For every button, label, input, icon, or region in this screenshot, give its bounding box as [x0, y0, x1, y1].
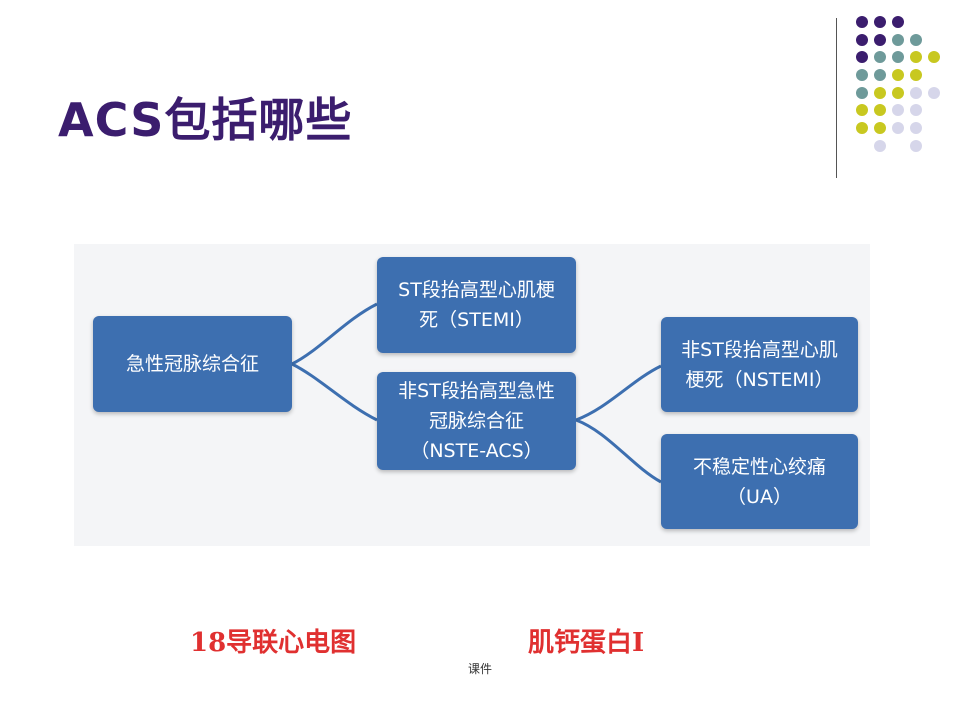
dot — [910, 34, 922, 46]
dot — [892, 69, 904, 81]
decorative-dot-grid — [856, 16, 940, 152]
dot — [892, 51, 904, 63]
connector-root-nste — [291, 362, 378, 422]
dot — [874, 87, 886, 99]
dot — [874, 51, 886, 63]
footer-text: 课件 — [467, 662, 492, 676]
dot — [856, 51, 868, 63]
dot — [874, 16, 886, 28]
dot — [856, 87, 868, 99]
dot — [874, 122, 886, 134]
connector-nste-ua — [575, 418, 662, 484]
dot — [910, 122, 922, 134]
dot — [892, 34, 904, 46]
node-nstemi: 非ST段抬高型心肌 梗死（NSTEMI） — [661, 317, 858, 412]
connector-root-stemi — [291, 302, 378, 366]
dot — [910, 140, 922, 152]
node-stemi: ST段抬高型心肌梗 死（STEMI） — [377, 257, 576, 353]
dot — [928, 51, 940, 63]
node-acs: 急性冠脉综合征 — [93, 316, 292, 412]
dot — [910, 69, 922, 81]
dot — [856, 34, 868, 46]
dot — [856, 16, 868, 28]
dot — [892, 122, 904, 134]
node-stemi-line1: ST段抬高型心肌梗 — [398, 279, 555, 301]
node-ua-line1: 不稳定性心绞痛 — [692, 455, 826, 478]
dot — [892, 87, 904, 99]
ecg-label: 18导联心电图 — [190, 628, 357, 658]
dot — [856, 122, 868, 134]
node-nste-line1: 非ST段抬高型急性 — [398, 380, 555, 402]
node-nste-line3: （NSTE-ACS） — [410, 440, 543, 462]
dot — [856, 69, 868, 81]
dot — [892, 16, 904, 28]
node-nstemi-line2: 梗死（NSTEMI） — [685, 368, 834, 391]
node-ua: 不稳定性心绞痛 （UA） — [661, 434, 858, 529]
node-nste-acs: 非ST段抬高型急性 冠脉综合征 （NSTE-ACS） — [377, 372, 576, 470]
dot — [874, 104, 886, 116]
node-acs-label: 急性冠脉综合征 — [125, 353, 259, 375]
dot — [928, 87, 940, 99]
connector-nste-nstemi — [575, 364, 662, 422]
vertical-divider — [836, 18, 837, 178]
dot — [856, 104, 868, 116]
troponin-label: 肌钙蛋白I — [528, 628, 645, 658]
node-ua-line2: （UA） — [727, 485, 792, 508]
slide-title: ACS包括哪些 — [58, 93, 353, 147]
node-nste-line2: 冠脉综合征 — [428, 410, 524, 432]
dot — [874, 34, 886, 46]
dot — [892, 104, 904, 116]
dot — [910, 104, 922, 116]
node-stemi-line2: 死（STEMI） — [419, 309, 534, 331]
dot — [874, 140, 886, 152]
node-nstemi-line1: 非ST段抬高型心肌 — [681, 338, 838, 361]
dot — [910, 87, 922, 99]
dot — [874, 69, 886, 81]
dot — [910, 51, 922, 63]
